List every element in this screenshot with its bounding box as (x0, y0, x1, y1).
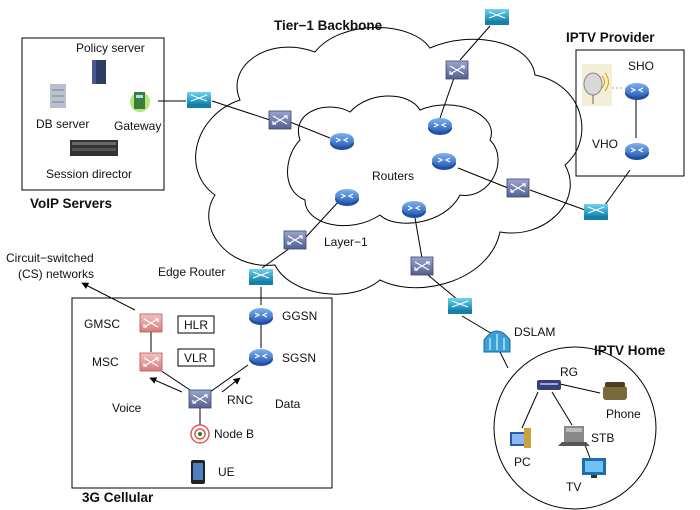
node-b-label: Node B (214, 427, 254, 441)
pc-icon (510, 428, 531, 448)
policy-server-icon (92, 60, 106, 84)
arrows (81, 282, 241, 393)
edge-router-switch (249, 269, 273, 285)
layer1-switch-right (506, 178, 530, 198)
backbone-router-5 (402, 201, 426, 218)
satellite-dish-icon (582, 64, 612, 106)
stb-icon (558, 426, 590, 446)
backbone-inner-cloud (287, 95, 499, 227)
backbone-router-4 (335, 189, 359, 206)
iptv-provider-box (575, 49, 685, 177)
layer1-label: Layer−1 (324, 235, 368, 249)
cellular-title: 3G Cellular (82, 490, 154, 505)
vlr-box (177, 348, 215, 367)
layer1-switch-bottom (410, 256, 434, 276)
cellular-box (71, 297, 333, 489)
backbone-router-2 (428, 118, 452, 135)
right-backbone-switch (584, 204, 608, 220)
ue-phone-icon (191, 460, 205, 484)
dslam-label: DSLAM (514, 325, 555, 339)
data-label: Data (275, 397, 301, 411)
node-b-icon (190, 424, 210, 444)
stb-label: STB (591, 431, 614, 445)
gateway-switch (187, 92, 211, 108)
layer1-switch-top (445, 60, 469, 80)
layer1-switch-lower-left (283, 230, 307, 250)
sgsn-label: SGSN (282, 351, 316, 365)
vlr-label: VLR (184, 351, 208, 365)
voip-servers-box (21, 37, 165, 191)
tv-icon (582, 458, 606, 478)
backbone-outer-cloud (195, 27, 583, 295)
policy-server-label: Policy server (76, 41, 145, 55)
cs-networks-label-line1: Circuit−switched (6, 251, 94, 265)
session-director-icon (70, 140, 118, 156)
rg-label: RG (560, 365, 578, 379)
voip-servers-title: VoIP Servers (30, 196, 112, 211)
sho-label: SHO (628, 59, 654, 73)
db-server-label: DB server (36, 117, 89, 131)
gmsc-label: GMSC (84, 317, 120, 331)
cs-networks-label-line2: (CS) networks (18, 267, 94, 281)
hlr-box (177, 315, 215, 334)
vho-label: VHO (592, 137, 618, 151)
session-director-label: Session director (46, 167, 132, 181)
rg-modem-icon (537, 380, 561, 390)
backbone-router-3 (432, 153, 456, 170)
backbone-router-1 (330, 133, 354, 150)
ggsn-label: GGSN (282, 309, 317, 323)
db-server-icon (50, 84, 66, 108)
vho-router (625, 143, 649, 160)
sgsn-router (249, 349, 273, 366)
ue-label: UE (218, 465, 235, 479)
backbone-title: Tier−1 Backbone (274, 18, 383, 33)
tv-label: TV (566, 480, 581, 494)
pc-label: PC (514, 455, 531, 469)
iptv-provider-title: IPTV Provider (566, 30, 655, 45)
dslam-uplink-switch (448, 298, 472, 314)
rnc-label: RNC (227, 393, 253, 407)
iptv-home-circle (493, 346, 657, 510)
dslam-icon (483, 330, 511, 353)
routers-label: Routers (372, 169, 414, 183)
rnc-switch (188, 389, 212, 409)
iptv-home-title: IPTV Home (594, 343, 666, 358)
voice-label: Voice (112, 401, 142, 415)
edge-router-label: Edge Router (158, 265, 225, 279)
connection-lines (150, 25, 637, 459)
gmsc-switch (139, 313, 163, 333)
hlr-label: HLR (184, 318, 208, 332)
layer1-switch-left (268, 110, 292, 130)
gateway-icon (130, 92, 150, 112)
gateway-label: Gateway (114, 119, 161, 133)
ggsn-router (249, 308, 273, 325)
msc-label: MSC (92, 355, 119, 369)
sho-router (625, 83, 649, 100)
msc-switch (139, 352, 163, 372)
top-backbone-switch (485, 9, 509, 25)
phone-label: Phone (606, 407, 641, 421)
phone-icon (603, 382, 627, 400)
